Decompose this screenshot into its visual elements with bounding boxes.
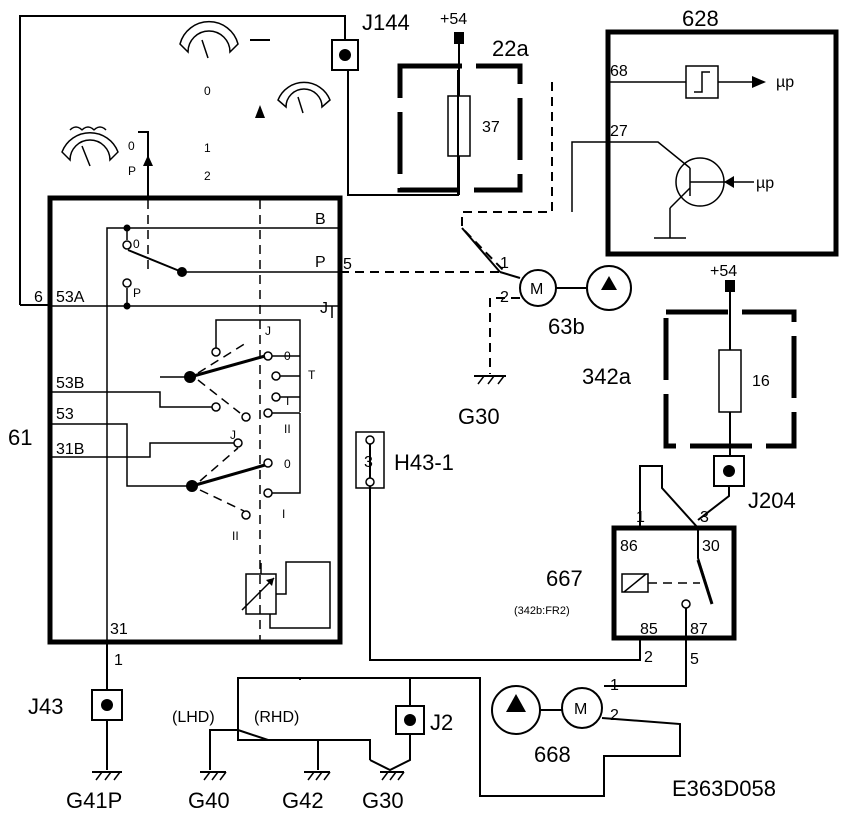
svg-text:+54: +54 <box>440 11 467 28</box>
svg-text:5: 5 <box>343 256 352 273</box>
svg-text:T: T <box>308 368 316 382</box>
svg-text:II: II <box>232 529 239 543</box>
svg-text:G41P: G41P <box>66 788 122 813</box>
svg-text:5: 5 <box>690 651 699 668</box>
park-switch-blade <box>127 249 183 273</box>
svg-text:H43-1: H43-1 <box>394 450 454 475</box>
svg-text:(342b:FR2): (342b:FR2) <box>514 605 570 617</box>
svg-text:22a: 22a <box>492 36 529 61</box>
svg-text:P: P <box>133 286 141 300</box>
lhd-rhd-grounds: (LHD) (RHD) G40 G42 <box>172 677 410 813</box>
svg-text:J43: J43 <box>28 694 63 719</box>
svg-text:G30: G30 <box>458 404 500 429</box>
connector-j204: J204 <box>713 455 796 513</box>
svg-text:1: 1 <box>500 255 509 272</box>
svg-text:(RHD): (RHD) <box>254 709 299 726</box>
svg-text:B: B <box>315 211 326 228</box>
ecu-628: 628 68 µp 27 µp <box>369 6 839 640</box>
connector-j144: J144 <box>331 10 410 71</box>
svg-text:J204: J204 <box>748 488 796 513</box>
motor-668 <box>561 687 603 729</box>
deck1-blade <box>189 354 266 379</box>
svg-text:1: 1 <box>610 677 619 694</box>
svg-text:2: 2 <box>610 707 619 724</box>
svg-text:µp: µp <box>756 175 774 192</box>
svg-text:667: 667 <box>546 566 583 591</box>
svg-text:668: 668 <box>534 742 571 767</box>
svg-text:342a: 342a <box>582 364 632 389</box>
svg-text:6: 6 <box>34 289 43 306</box>
svg-text:27: 27 <box>610 123 628 140</box>
switch-61-box <box>47 195 343 645</box>
wiper-switch-61: 61 0 P B P 5 J 6 53A <box>8 15 459 690</box>
svg-text:68: 68 <box>610 63 628 80</box>
svg-text:J: J <box>230 428 236 442</box>
wire-6-to-j144-top <box>19 15 346 305</box>
svg-text:86: 86 <box>620 538 638 555</box>
svg-text:µp: µp <box>776 74 794 91</box>
wire-j144-to-fuse-22a <box>347 70 459 196</box>
svg-text:M: M <box>574 701 587 718</box>
svg-text:+54: +54 <box>710 263 737 280</box>
svg-text:3: 3 <box>364 454 373 471</box>
svg-text:G30: G30 <box>362 788 404 813</box>
diagram-code: E363D058 <box>672 776 776 801</box>
svg-text:J: J <box>320 300 328 317</box>
pump-668: M 1 2 668 <box>409 677 681 797</box>
svg-text:1: 1 <box>636 509 645 526</box>
pump-63b <box>586 265 632 311</box>
svg-text:2: 2 <box>644 649 653 666</box>
wiper-motor-cam: 0 P 0 1 2 <box>61 20 331 640</box>
deck2-blade <box>191 463 266 488</box>
svg-text:I: I <box>282 507 285 521</box>
svg-text:53B: 53B <box>56 375 84 392</box>
svg-text:(LHD): (LHD) <box>172 709 215 726</box>
fuse-box-342a: 342a +54 16 <box>582 263 797 458</box>
connector-j2: J2 G30 <box>362 705 453 813</box>
svg-text:53: 53 <box>56 406 74 423</box>
svg-text:J144: J144 <box>362 10 410 35</box>
svg-text:30: 30 <box>702 538 720 555</box>
svg-text:37: 37 <box>482 119 500 136</box>
svg-text:63b: 63b <box>548 314 585 339</box>
svg-text:2: 2 <box>500 289 509 306</box>
svg-text:G42: G42 <box>282 788 324 813</box>
svg-text:J2: J2 <box>430 710 453 735</box>
svg-text:53A: 53A <box>56 289 85 306</box>
svg-text:P: P <box>128 164 136 178</box>
connector-h43-1: 3 H43-1 <box>355 431 454 489</box>
svg-text:3: 3 <box>700 509 709 526</box>
svg-text:31B: 31B <box>56 441 84 458</box>
connector-j43: J43 G41P <box>28 689 123 813</box>
svg-text:0: 0 <box>128 139 135 153</box>
svg-text:0: 0 <box>284 349 291 363</box>
svg-text:2: 2 <box>204 169 211 183</box>
wiper-park-icon <box>61 132 119 162</box>
relay-667: 667 (342b:FR2) 1 3 86 30 85 87 2 5 <box>369 465 737 687</box>
svg-text:J: J <box>265 324 271 338</box>
svg-text:628: 628 <box>682 6 719 31</box>
washer-pump-63b: M 1 2 63b G30 <box>458 255 632 429</box>
svg-text:85: 85 <box>640 621 658 638</box>
svg-text:G40: G40 <box>188 788 230 813</box>
svg-text:1: 1 <box>204 141 211 155</box>
svg-text:87: 87 <box>690 621 708 638</box>
svg-text:16: 16 <box>752 373 770 390</box>
svg-text:M: M <box>530 281 543 298</box>
wiper-icon-right <box>277 81 331 109</box>
wire-b-bus <box>106 227 340 640</box>
svg-text:0: 0 <box>133 237 140 251</box>
switch-61-label: 61 <box>8 425 32 450</box>
wiper-icon-top <box>179 20 239 54</box>
svg-text:II: II <box>284 422 291 436</box>
svg-text:31: 31 <box>110 621 128 638</box>
svg-text:P: P <box>315 254 326 271</box>
svg-text:0: 0 <box>204 84 211 98</box>
svg-text:I: I <box>286 394 289 408</box>
fuse-16 <box>718 349 742 413</box>
fuse-box-22a: 22a +54 37 <box>397 11 529 195</box>
svg-text:1: 1 <box>114 652 123 669</box>
svg-text:0: 0 <box>284 457 291 471</box>
